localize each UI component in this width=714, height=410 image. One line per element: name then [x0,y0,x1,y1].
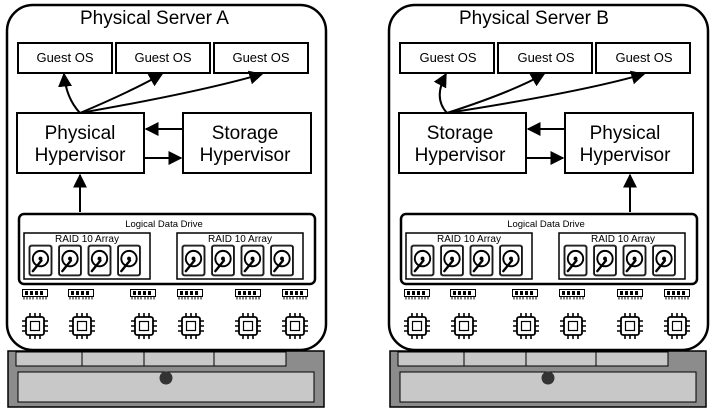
server-a-guest-os-box-2 [115,42,211,74]
server-a-arrow-to-guest-3 [79,70,264,114]
server-a-hard-disk-icon [116,244,142,277]
server-b-raid-array-2-label: RAID 10 Array [591,234,655,245]
server-a-arrow-to-guest-1 [58,72,81,114]
server-a-guest-os-2: Guest OS [134,50,192,65]
server-b-hard-disk-icon [469,244,494,277]
server-b-arrow-to-guest-3 [446,70,646,114]
server-b-storage-hypervisor-label: Storage Hypervisor [414,123,506,166]
server-b-guest-os-box-2 [497,42,593,74]
server-b-guest-os-box-1 [399,42,495,74]
server-b-physical-hypervisor-label: Physical Hypervisor [579,123,671,166]
server-a-hard-disk-icon [87,244,112,277]
server-b-hard-disk-icon [563,244,588,277]
server-b-raid-array-1-label: RAID 10 Array [437,234,501,245]
server-b-hard-disk-icon [622,244,647,277]
server-b-hard-disk-icon [439,244,465,277]
server-a-hard-disk-icon [210,244,236,277]
server-a-right-hypervisor-box [182,112,312,174]
server-b-hard-disk-icon [651,244,677,277]
server-b-title: Physical Server B [459,8,609,29]
server-a-physical-hypervisor-label: Physical Hypervisor [34,123,126,166]
server-a-hard-disk-icon [28,244,53,277]
server-b-hard-disk-icon [592,244,618,277]
server-a-left-hypervisor-box [16,112,145,174]
server-b-hard-disk-icon [410,244,435,277]
server-a-guest-os-box-3 [213,42,309,74]
server-b-guest-os-3: Guest OS [615,50,673,65]
server-a-guest-os-3: Guest OS [232,50,290,65]
server-a-hard-disk-icon [240,244,265,277]
server-a-raid-array-2-label: RAID 10 Array [208,234,272,245]
server-a-chassis-icon [7,350,325,408]
server-b-hard-disk-icon [498,244,524,277]
server-a-arrow-to-guest-2 [79,73,164,114]
server-b-chassis-icon [389,350,707,408]
server-a-hard-disk-icon [269,244,295,277]
server-a-storage-hypervisor-label: Storage Hypervisor [199,123,291,166]
server-a-hard-disk-icon [57,244,83,277]
server-a-guest-os-1: Guest OS [36,50,94,65]
physical-server-b [387,3,710,408]
server-b-logical-data-drive-label: Logical Data Drive [507,219,585,230]
server-a-hard-disk-icon [181,244,206,277]
server-b-arrow-to-guest-2 [446,73,546,114]
server-b-arrow-to-guest-1 [433,72,448,114]
server-a-logical-data-drive-label: Logical Data Drive [125,219,203,230]
server-b-guest-os-1: Guest OS [419,50,477,65]
server-b-left-hypervisor-box [398,112,527,174]
server-a-raid-array-1-label: RAID 10 Array [55,234,119,245]
physical-server-a [5,3,328,408]
server-b-right-hypervisor-box [564,112,694,174]
server-b-guest-os-2: Guest OS [517,50,575,65]
server-a-title: Physical Server A [80,8,229,29]
